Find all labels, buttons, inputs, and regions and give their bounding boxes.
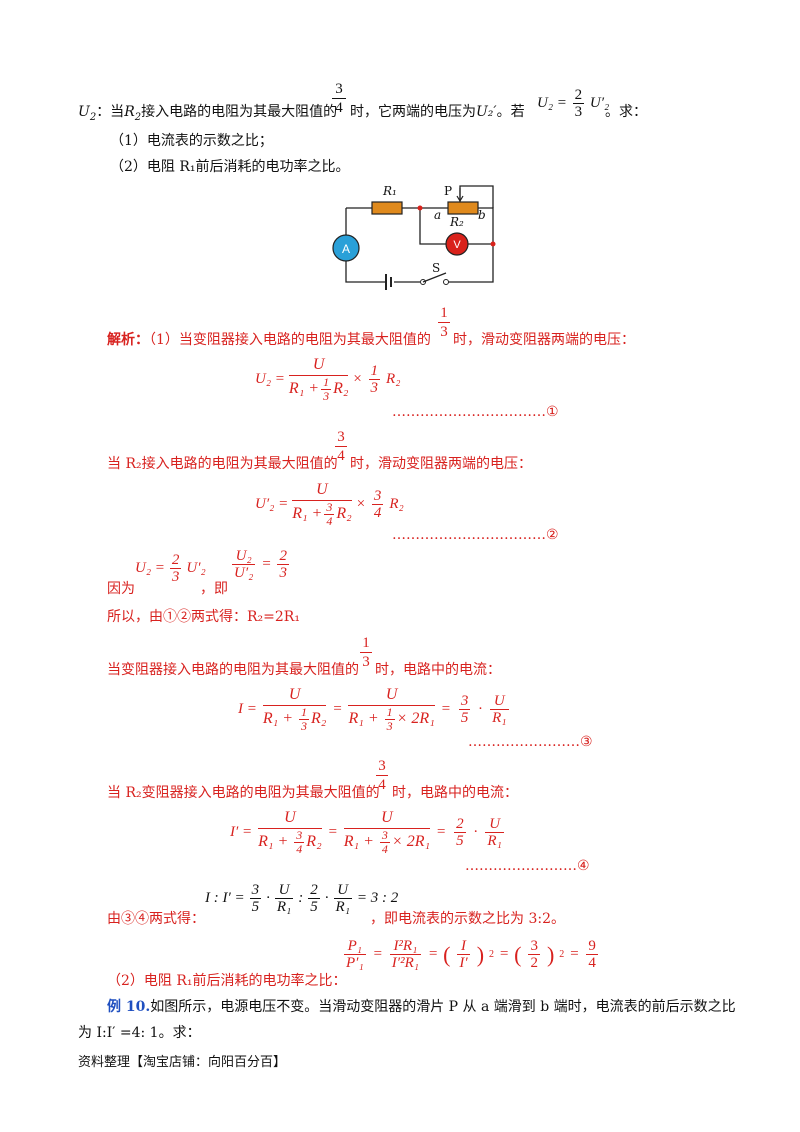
resistor-r1 xyxy=(371,201,403,215)
fraction-1-3: 1 3 xyxy=(438,304,450,341)
question-2: （2）电阻 R₁前后消耗的电功率之比。 xyxy=(110,159,350,175)
u2-prime-symbol: U₂′ xyxy=(476,104,497,120)
rheostat-r2 xyxy=(447,201,479,215)
ammeter-icon xyxy=(332,234,360,262)
fraction-3-4: 3 4 xyxy=(332,80,346,117)
example-10-line-2: 为 I:I′ =4: 1。求： xyxy=(78,1025,201,1041)
conclusion-r2: 所以，由①②两式得：R₂=2R₁ xyxy=(107,609,300,625)
intro-line-continued: 时，它两端的电压为U₂′。若 xyxy=(350,104,525,120)
intro-text-b: 接入电路的电阻为其最大阻值的 xyxy=(141,104,338,120)
solution-line-2-end: 时，滑动变阻器两端的电压： xyxy=(350,456,532,472)
junction-node xyxy=(490,241,496,247)
intro-text-a: ：当 xyxy=(96,104,125,120)
circuit-diagram: A V R₁ P a R₂ b S xyxy=(332,184,496,290)
r2-symbol: R2 xyxy=(124,104,142,123)
example-10-line-1: 例 10.如图所示，电源电压不变。当滑动变阻器的滑片 P 从 a 端滑到 b 端… xyxy=(107,999,736,1015)
intro-end: 。求： xyxy=(605,104,647,120)
problem-intro-line: U2：当R2接入电路的电阻为其最大阻值的 xyxy=(78,103,337,127)
ratio-conclusion: ，即电流表的示数之比为 3:2。 xyxy=(370,911,565,927)
fraction-3-4-c: 3 4 xyxy=(376,757,388,794)
end-b-label: b xyxy=(478,208,486,222)
power-ratio-prefix: （2）电阻 R₁前后消耗的电功率之比： xyxy=(107,973,347,989)
fraction-3-4-b: 3 4 xyxy=(335,428,347,465)
switch-label: S xyxy=(432,261,440,275)
slider-arrow-icon xyxy=(456,188,464,203)
equation-1-marker: ……………………………① xyxy=(392,404,559,420)
footer-source: 资料整理【淘宝店铺：向阳百分百】 xyxy=(78,1055,287,1070)
battery-icon xyxy=(385,274,392,290)
junction-node xyxy=(417,205,423,211)
example-label: 例 10. xyxy=(107,999,151,1015)
because-sep: ，即 xyxy=(200,581,228,597)
solution-line-1: 解析：（1）当变阻器接入电路的电阻为其最大阻值的 xyxy=(107,332,431,348)
u2-symbol: U2 xyxy=(78,104,97,123)
voltmeter-label: V xyxy=(453,239,461,251)
solution-line-3: 当变阻器接入电路的电阻为其最大阻值的 xyxy=(107,662,359,678)
ratio-prefix: 由③④两式得： xyxy=(107,911,205,927)
r2-label: R₂ xyxy=(449,215,464,229)
equation-2-marker: ……………………………② xyxy=(392,527,559,543)
end-a-label: a xyxy=(434,208,441,222)
solution-line-4: 当 R₂变阻器接入电路的电阻为其最大阻值的 xyxy=(107,785,380,801)
question-1: （1）电流表的示数之比； xyxy=(110,133,273,149)
solution-line-4-end: 时，电路中的电流： xyxy=(392,785,518,801)
solution-heading: 解析： xyxy=(107,332,149,348)
fraction-1-3-b: 1 3 xyxy=(360,634,372,671)
equation-4-marker: ……………………④ xyxy=(465,858,590,874)
r1-label: R₁ xyxy=(382,184,397,198)
because-label: 因为 xyxy=(107,581,135,597)
ammeter-label: A xyxy=(342,242,350,256)
equation-3-marker: ……………………③ xyxy=(468,734,593,750)
solution-line-3-end: 时，电路中的电流： xyxy=(375,662,501,678)
solution-line-1-end: 时，滑动变阻器两端的电压： xyxy=(453,332,635,348)
voltmeter-icon xyxy=(445,232,469,256)
switch-icon xyxy=(422,272,447,283)
slider-p-label: P xyxy=(444,184,452,198)
solution-line-2: 当 R₂接入电路的电阻为其最大阻值的 xyxy=(107,456,338,472)
